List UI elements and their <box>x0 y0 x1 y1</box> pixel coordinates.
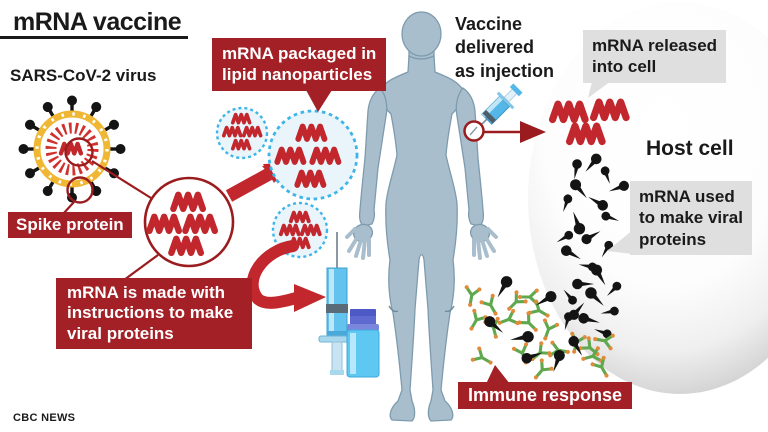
human-body-icon <box>352 11 491 422</box>
injection-needle-tip <box>469 126 478 136</box>
spike-protein-label: Spike protein <box>8 212 132 238</box>
mrna-made-label: mRNA is made with instructions to make v… <box>56 278 252 350</box>
coronavirus-icon <box>16 93 128 205</box>
virus-membrane-dots <box>35 112 109 186</box>
lipid-nanoparticle-large <box>267 109 359 201</box>
page-title: mRNA vaccine <box>13 8 182 36</box>
body-right-arm <box>455 87 485 227</box>
mrna-circle <box>143 176 235 268</box>
released-label: mRNA released into cell <box>583 30 727 83</box>
packaged-label: mRNA packaged in lipid nanoparticles <box>212 38 387 91</box>
virus-label: SARS-CoV-2 virus <box>10 66 157 85</box>
arrow-to-syringe <box>246 240 326 312</box>
delivery-label: Vaccine delivered as injection <box>455 14 555 81</box>
immune-label: Immune response <box>458 382 633 409</box>
body-torso-legs <box>378 54 465 422</box>
released-box-pointer <box>588 78 615 98</box>
body-fingers <box>345 227 498 260</box>
callout-lines <box>62 137 159 281</box>
spike-highlight-circle <box>66 176 94 204</box>
used-box-pointer <box>607 230 633 254</box>
attribution: CBC NEWS <box>13 412 76 424</box>
lipid-nanoparticle-small <box>215 106 269 160</box>
vaccine-vial <box>346 309 380 378</box>
title-underline <box>0 36 188 39</box>
syringe-vial-icon <box>318 232 380 378</box>
injection-syringe-icon <box>477 83 523 129</box>
body-head <box>401 11 442 57</box>
body-knee-marks <box>388 305 455 313</box>
mrna-used-label: mRNA used to make viral proteins <box>630 181 752 255</box>
syringe-plunger <box>331 341 343 373</box>
packaged-box-pointer <box>306 90 332 112</box>
host-cell-label: Host cell <box>646 137 734 160</box>
immune-box-pointer <box>486 365 510 384</box>
body-left-arm <box>358 87 388 227</box>
arrow-into-cell <box>484 121 546 143</box>
rna-highlight-circle <box>64 137 94 167</box>
